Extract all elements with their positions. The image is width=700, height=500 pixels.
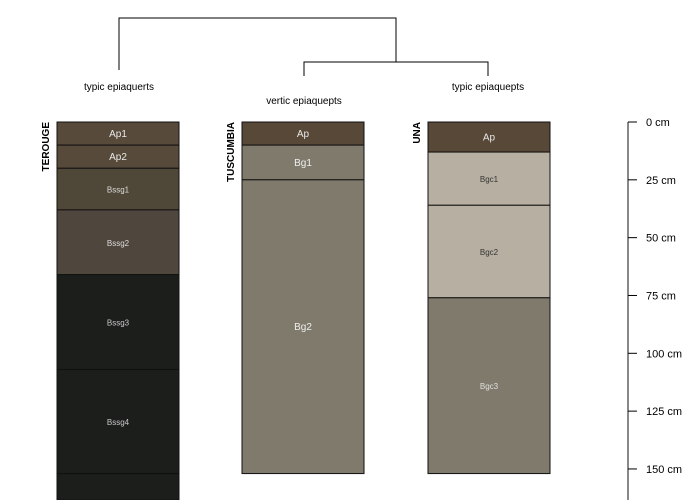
horizon-label: Ap xyxy=(297,129,310,140)
horizon-label: Bssg4 xyxy=(107,418,130,427)
horizon-label: Bg1 xyxy=(294,158,312,169)
profile-id-label: TEROUGE xyxy=(41,122,52,172)
horizon-label: Bgc3 xyxy=(480,382,499,391)
depth-tick-label: 75 cm xyxy=(646,290,676,302)
depth-tick-label: 150 cm xyxy=(646,464,682,476)
horizon-label: Ap xyxy=(483,133,496,144)
horizon xyxy=(56,274,180,370)
horizon-label: Ap1 xyxy=(109,129,127,140)
depth-tick-label: 25 cm xyxy=(646,175,676,187)
horizon-label: Bssg1 xyxy=(107,186,130,195)
horizon xyxy=(427,121,551,153)
horizon-label: Bg2 xyxy=(294,322,312,333)
dendrogram-label-3: typic epiaquepts xyxy=(452,82,524,93)
profile-id-label: TUSCUMBIA xyxy=(226,122,237,182)
horizon xyxy=(241,179,365,475)
depth-tick-label: 125 cm xyxy=(646,406,682,418)
depth-tick-label: 50 cm xyxy=(646,233,676,245)
horizon-label: Bgc1 xyxy=(480,175,499,184)
depth-axis: 0 cm 25 cm 50 cm 75 cm 100 cm 125 cm 150 cm xyxy=(627,117,682,500)
depth-tick-label: 100 cm xyxy=(646,348,682,360)
horizon-label: Bgc2 xyxy=(480,248,499,257)
dendrogram: typic epiaquerts vertic epiaquepts typic… xyxy=(84,17,524,107)
horizon-label: Bssg2 xyxy=(107,239,130,248)
horizon-label: Ap2 xyxy=(109,152,127,163)
horizon xyxy=(427,297,551,475)
horizon xyxy=(56,209,180,276)
horizon xyxy=(427,151,551,206)
dendrogram-label-1: typic epiaquerts xyxy=(84,82,154,93)
profile-id-label: UNA xyxy=(412,122,423,144)
horizon-label: Bssg3 xyxy=(107,319,130,328)
dendrogram-branches xyxy=(118,17,489,76)
depth-tick-label: 0 cm xyxy=(646,117,670,129)
dendrogram-label-2: vertic epiaquepts xyxy=(266,96,342,107)
horizon xyxy=(427,204,551,299)
horizon xyxy=(56,368,180,475)
horizon xyxy=(56,473,180,500)
